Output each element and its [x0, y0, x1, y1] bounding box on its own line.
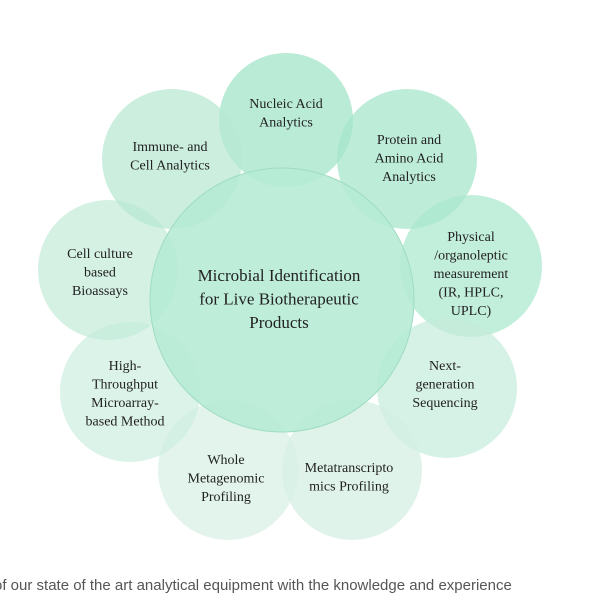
- immune-cell-analytics-label-line: Immune- and: [132, 140, 207, 155]
- metatranscriptomics-profiling-circle: [282, 400, 422, 540]
- protein-amino-acid-analytics-circle: [337, 89, 477, 229]
- next-generation-sequencing-circle: [377, 318, 517, 458]
- metatranscriptomics-profiling-label: Metatranscripto mics Profiling: [305, 461, 394, 495]
- nucleic-acid-analytics-circle: [219, 53, 353, 187]
- center-title-line: for Live Biotherapeutic: [199, 290, 359, 309]
- center-hub: [149, 167, 415, 433]
- next-generation-sequencing-label-line: Sequencing: [412, 396, 477, 411]
- physical-organoleptic-measurement-label-line: UPLC): [451, 304, 492, 319]
- next-generation-sequencing-label-line: generation: [415, 378, 474, 393]
- caption-text: of our state of the art analytical equip…: [0, 577, 512, 594]
- next-generation-sequencing-label-line: Next-: [429, 359, 461, 374]
- whole-metagenomic-profiling-label-line: Profiling: [201, 490, 251, 505]
- center-title: Microbial Identification for Live Biother…: [198, 266, 361, 332]
- high-throughput-microarray-label-line: High-: [109, 359, 142, 374]
- physical-organoleptic-measurement-label-line: /organoleptic: [434, 249, 508, 264]
- metatranscriptomics-profiling-label-line: Metatranscripto: [305, 461, 394, 476]
- high-throughput-microarray-label-line: Throughput: [92, 378, 158, 393]
- physical-organoleptic-measurement-label-line: measurement: [434, 267, 509, 282]
- nucleic-acid-analytics-label-line: Nucleic Acid: [249, 97, 322, 112]
- whole-metagenomic-profiling-label-line: Whole: [207, 453, 244, 468]
- cell-culture-bioassays-label-line: Bioassays: [72, 284, 128, 299]
- whole-metagenomic-profiling-circle: [158, 400, 298, 540]
- center-title-line: Microbial Identification: [198, 266, 361, 285]
- whole-metagenomic-profiling-label-line: Metagenomic: [188, 472, 265, 487]
- immune-cell-analytics-label-line: Cell Analytics: [130, 159, 210, 174]
- protein-amino-acid-analytics-label-line: Amino Acid: [375, 152, 444, 167]
- high-throughput-microarray-label-line: Microarray-: [91, 396, 159, 411]
- satellite-circles: [38, 53, 542, 540]
- physical-organoleptic-measurement-label-line: (IR, HPLC,: [439, 286, 504, 301]
- center-circle: [149, 167, 415, 433]
- protein-amino-acid-analytics-label-line: Protein and: [377, 133, 441, 148]
- high-throughput-microarray-label-line: based Method: [86, 415, 165, 430]
- protein-amino-acid-analytics-label-line: Analytics: [382, 170, 436, 185]
- physical-organoleptic-measurement-label-line: Physical: [447, 230, 495, 245]
- nucleic-acid-analytics-label-line: Analytics: [259, 116, 313, 131]
- physical-organoleptic-measurement-circle: [400, 195, 542, 337]
- physical-organoleptic-measurement-label: Physical/organoleptic measurement (IR, HPL…: [434, 230, 509, 319]
- cell-culture-bioassays-label-line: based: [84, 266, 116, 281]
- metatranscriptomics-profiling-label-line: mics Profiling: [309, 480, 389, 495]
- cell-culture-bioassays-circle: [38, 200, 178, 340]
- cell-culture-bioassays-label-line: Cell culture: [67, 247, 133, 262]
- center-title-line: Products: [249, 313, 309, 332]
